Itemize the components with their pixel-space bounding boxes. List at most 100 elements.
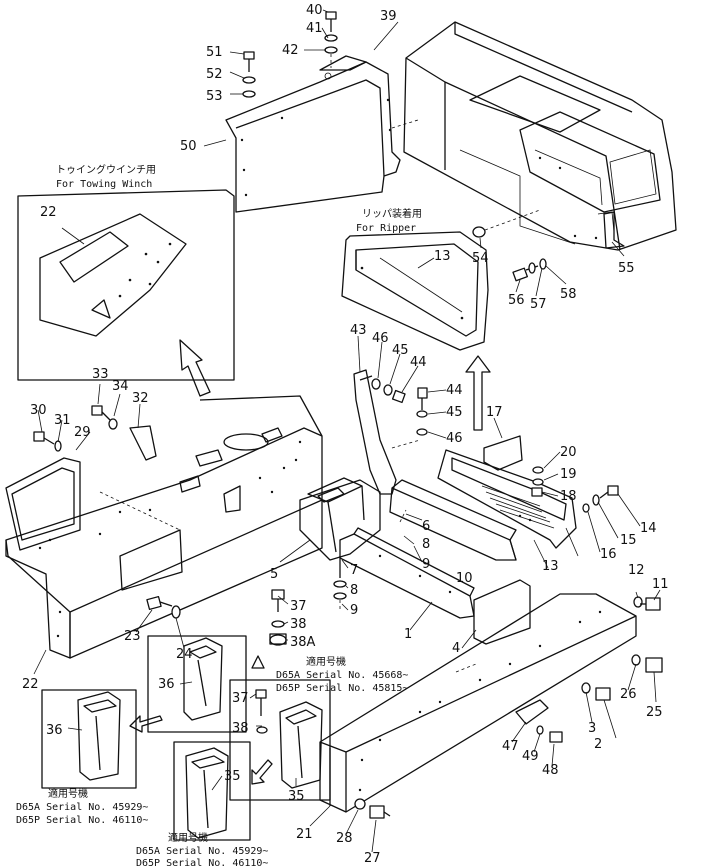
frame-right-hardware (354, 596, 663, 819)
post-35-right (255, 689, 323, 789)
post-36-top (183, 637, 223, 721)
callout-57: 57 (530, 297, 547, 312)
arrow-up-38 (251, 655, 265, 669)
callout-19: 19 (560, 467, 577, 482)
callout-46a: 46 (372, 331, 389, 346)
inset-frame-36b (41, 689, 137, 789)
callout-45a: 45 (392, 343, 409, 358)
callout-29: 29 (74, 425, 91, 440)
callout-22b: 22 (22, 677, 39, 692)
arrow-left (129, 715, 163, 733)
callout-18: 18 (560, 489, 577, 504)
callout-3: 3 (588, 721, 596, 736)
note-serial2-p: D65P Serial No. 46110~ (16, 815, 148, 826)
grille-hardware (531, 466, 619, 513)
callout-37b: 37 (232, 691, 249, 706)
callout-6: 6 (422, 519, 430, 534)
callout-46b: 46 (446, 431, 463, 446)
note-serial2-jp: 適用号機 (48, 787, 88, 800)
note-towing-en: For Towing Winch (56, 179, 152, 190)
bolt-stack-51-53 (242, 51, 256, 98)
bolt-stack-37-38A (269, 589, 287, 646)
callout-33: 33 (92, 367, 109, 382)
callout-27: 27 (364, 851, 381, 866)
callout-43: 43 (350, 323, 367, 338)
hood-hardware (472, 209, 547, 282)
engine-hood (403, 21, 677, 251)
callout-8b: 8 (350, 583, 358, 598)
note-serial3-a: D65A Serial No. 45929~ (136, 846, 268, 857)
callout-35b: 35 (224, 769, 241, 784)
callout-8a: 8 (422, 537, 430, 552)
cover-17 (483, 435, 523, 471)
callout-24: 24 (176, 647, 193, 662)
callout-51: 51 (206, 45, 223, 60)
callout-4: 4 (452, 641, 460, 656)
callout-39: 39 (380, 9, 397, 24)
arrow-up-left (179, 339, 211, 397)
callout-55: 55 (618, 261, 635, 276)
callout-10: 10 (456, 571, 473, 586)
callout-2: 2 (594, 737, 602, 752)
callout-49: 49 (522, 749, 539, 764)
callout-5: 5 (270, 567, 278, 582)
callout-38b: 38 (232, 721, 249, 736)
note-serial2-a: D65A Serial No. 45929~ (16, 802, 148, 813)
post-35-bottom (185, 747, 229, 839)
callout-48: 48 (542, 763, 559, 778)
inset-frame-35 (229, 679, 331, 801)
bracket-4 (473, 579, 531, 645)
note-ripper-en: For Ripper (356, 223, 416, 234)
callout-45b: 45 (446, 405, 463, 420)
rear-frame-right (319, 593, 637, 813)
callout-14: 14 (640, 521, 657, 536)
note-serial1-p: D65P Serial No. 45815~ (276, 683, 408, 694)
ripper-inset (341, 231, 489, 351)
plate-1 (339, 509, 475, 619)
callout-1: 1 (404, 627, 412, 642)
leader-lines (33, 9, 661, 853)
post-36-left (77, 691, 121, 781)
callout-12: 12 (628, 563, 645, 578)
crossmember-10 (389, 479, 517, 561)
inset-frame-36 (147, 635, 247, 733)
callout-15: 15 (620, 533, 637, 548)
callout-38a: 38 (290, 617, 307, 632)
notes: トゥイングウインチ用 For Towing Winch リッパ装着用 For R… (16, 163, 422, 868)
callout-34: 34 (112, 379, 129, 394)
callout-44b: 44 (446, 383, 463, 398)
callout-41: 41 (306, 21, 323, 36)
callout-13a: 13 (434, 249, 451, 264)
bolt-stack-7-9 (333, 556, 347, 612)
callout-7: 7 (350, 563, 358, 578)
callout-21: 21 (296, 827, 313, 842)
callout-36a: 36 (158, 677, 175, 692)
callout-50: 50 (180, 139, 197, 154)
bracket-55 (603, 211, 625, 249)
callout-58: 58 (560, 287, 577, 302)
callout-22a: 22 (40, 205, 57, 220)
arrow-down-left (251, 759, 273, 785)
callout-9b: 9 (350, 603, 358, 618)
note-serial1-jp: 適用号機 (306, 655, 346, 668)
callout-13b: 13 (542, 559, 559, 574)
note-ripper-jp: リッパ装着用 (362, 207, 422, 220)
callout-35a: 35 (288, 789, 305, 804)
callout-47: 47 (502, 739, 519, 754)
frame-left-hardware (33, 405, 181, 619)
callout-30: 30 (30, 403, 47, 418)
callout-42: 42 (282, 43, 299, 58)
callout-20: 20 (560, 445, 577, 460)
callout-52: 52 (206, 67, 223, 82)
callout-31: 31 (54, 413, 71, 428)
side-cover (225, 55, 419, 213)
callout-56: 56 (508, 293, 525, 308)
callout-38A: 38A (290, 635, 316, 650)
callout-32: 32 (132, 391, 149, 406)
callout-25: 25 (646, 705, 663, 720)
rear-frame-left (5, 395, 323, 659)
arrow-up-13 (465, 355, 491, 431)
callout-36b: 36 (46, 723, 63, 738)
callout-37a: 37 (290, 599, 307, 614)
callout-53: 53 (206, 89, 223, 104)
